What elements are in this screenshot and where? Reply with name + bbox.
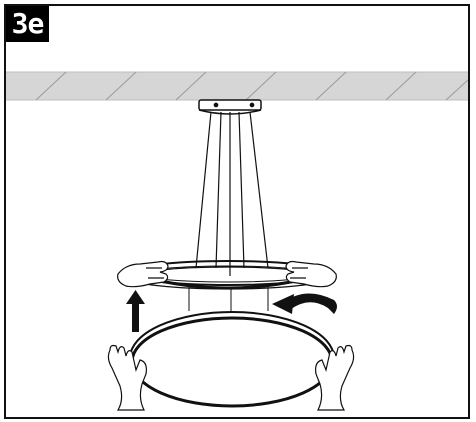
suspension-cables xyxy=(195,111,269,276)
installation-illustration xyxy=(6,71,468,411)
lift-arrow-icon xyxy=(126,290,145,332)
instruction-panel: 3e xyxy=(4,4,470,419)
left-upper-hand-icon xyxy=(117,260,169,288)
left-lower-hand-icon xyxy=(107,344,147,411)
alignment-guides xyxy=(188,287,269,313)
rotate-arrow-icon xyxy=(272,293,337,314)
ceiling xyxy=(6,71,468,101)
right-lower-hand-icon xyxy=(315,344,355,411)
step-number-badge: 3e xyxy=(6,6,49,42)
lamp-ring xyxy=(129,311,335,408)
ceiling-canopy xyxy=(198,99,262,115)
right-upper-hand-icon xyxy=(285,260,337,288)
